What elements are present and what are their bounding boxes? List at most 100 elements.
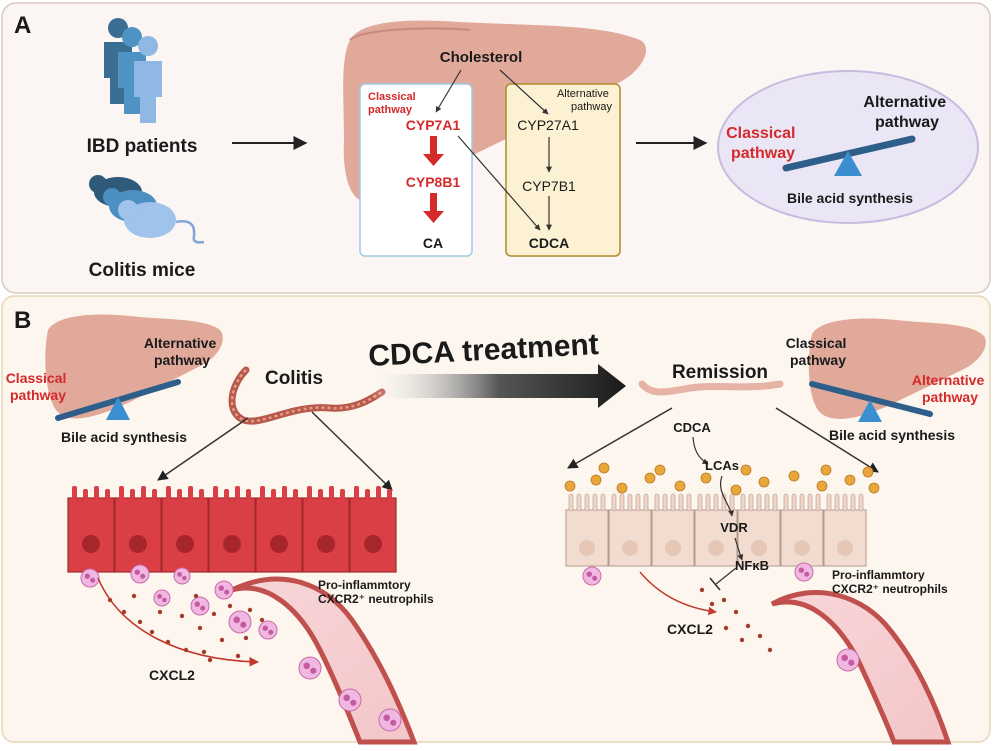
microvillus xyxy=(791,493,797,512)
neutrophil-nucleus xyxy=(90,577,96,583)
neutrophil-nucleus xyxy=(343,694,351,702)
arrow-lcas-vdr xyxy=(720,475,735,517)
cell-nucleus xyxy=(622,540,638,556)
neutrophil xyxy=(582,566,602,586)
neutrophil-nucleus xyxy=(268,629,274,635)
cell-nucleus xyxy=(270,535,288,553)
cxcl2-dot xyxy=(137,619,143,625)
cxcl2-dot xyxy=(227,603,233,609)
microvillus xyxy=(654,493,660,512)
microvillus xyxy=(246,489,251,499)
cdca-label-a: CDCA xyxy=(529,235,569,251)
bile-acid-dot xyxy=(862,466,874,478)
right-classical-label: Classical pathway xyxy=(786,335,851,368)
bile-acid-dot xyxy=(644,472,656,484)
bile-acid-dot xyxy=(868,482,880,494)
microvillus xyxy=(772,493,778,512)
cdca-label-b: CDCA xyxy=(673,420,711,435)
microvillus xyxy=(376,486,381,499)
cxcl2-dot xyxy=(247,607,253,613)
cell-nucleus xyxy=(665,540,681,556)
bile-acid-dot xyxy=(598,462,610,474)
microvillus xyxy=(271,489,276,499)
bile-acid-dot xyxy=(654,464,666,476)
microvillus xyxy=(354,486,359,499)
cxcl2-dot xyxy=(723,625,729,631)
microvillus xyxy=(576,493,582,512)
neutrophils-right-label: Pro-inflammtory CXCR2⁺ neutrophils xyxy=(832,568,948,596)
healthy-cell xyxy=(823,509,867,567)
arrow-colitis-right xyxy=(311,411,393,491)
microvillus xyxy=(224,489,229,499)
neutrophil-nucleus xyxy=(157,594,163,599)
microvillus xyxy=(807,493,813,512)
cell-nucleus xyxy=(708,540,724,556)
cxcl2-dot xyxy=(201,649,207,655)
cyp27a1-label: CYP27A1 xyxy=(517,117,579,133)
neutrophil-nucleus xyxy=(804,571,810,577)
microvillus xyxy=(119,486,124,499)
cell-nucleus xyxy=(176,535,194,553)
neutrophil-nucleus xyxy=(798,567,804,573)
cxcl2-dot xyxy=(243,635,249,641)
cxcl2-dot xyxy=(131,593,137,599)
healthy-cell xyxy=(780,509,824,567)
arrow-vdr-nfkb xyxy=(734,537,744,561)
bile-acid-dot xyxy=(590,474,602,486)
remission-colon-icon xyxy=(638,380,784,396)
microvillus xyxy=(293,489,298,499)
neutrophils-left xyxy=(80,564,402,732)
microvillus xyxy=(756,493,762,512)
bile-acid-dot xyxy=(844,474,856,486)
microvillus xyxy=(141,486,146,499)
neutrophil-nucleus xyxy=(350,699,357,706)
fulcrum-left-icon xyxy=(106,397,130,420)
nfkb-label: NFκB xyxy=(735,558,769,573)
healthy-cell xyxy=(565,509,609,567)
cxcl2-dot xyxy=(757,633,763,639)
neutrophil xyxy=(338,688,362,712)
cell-nucleus xyxy=(223,535,241,553)
cxcl2-dot xyxy=(739,637,745,643)
remission-label: Remission xyxy=(672,362,768,383)
right-alternative-label: Alternative pathway xyxy=(912,372,988,405)
cxcl2-dot xyxy=(157,609,163,615)
neutrophil-nucleus xyxy=(162,597,167,603)
panel-a-frame xyxy=(1,2,991,294)
blood-vessel-left xyxy=(230,576,418,745)
cyp8b1-label: CYP8B1 xyxy=(406,174,461,190)
arrow-cdca-lcas xyxy=(692,436,709,465)
microvillus xyxy=(329,486,334,499)
left-bile-label: Bile acid synthesis xyxy=(61,429,187,445)
microvillus xyxy=(600,493,606,512)
cell-nucleus xyxy=(317,535,335,553)
cell-nucleus xyxy=(579,540,595,556)
microvillus xyxy=(340,489,345,499)
microvillus xyxy=(592,493,598,512)
ibd-patients-label: IBD patients xyxy=(87,136,198,157)
microvillus xyxy=(858,493,864,512)
colitis-colon-detail xyxy=(230,369,383,423)
cell-nucleus xyxy=(364,535,382,553)
microvillus xyxy=(783,493,789,512)
neutrophil-nucleus xyxy=(182,575,187,581)
microvillus xyxy=(199,489,204,499)
microvillus xyxy=(235,486,240,499)
neutrophil-nucleus xyxy=(233,616,240,624)
neutrophil-nucleus xyxy=(310,667,317,674)
arrow-colitis-left xyxy=(157,417,249,481)
cxcl2-dot xyxy=(207,657,213,663)
neutrophil-nucleus xyxy=(177,572,183,577)
neutrophil xyxy=(794,562,814,582)
cyp7a1-label: CYP7A1 xyxy=(406,117,461,133)
cxcl2-dot xyxy=(699,587,705,593)
cxcl2-left-label: CXCL2 xyxy=(149,667,195,683)
neutrophil-nucleus xyxy=(200,605,206,611)
colitis-label: Colitis xyxy=(265,368,323,389)
balance-alternative-label: Alternative pathway xyxy=(863,94,950,131)
microvillus xyxy=(705,493,711,512)
right-bile-label: Bile acid synthesis xyxy=(829,427,955,443)
microvillus xyxy=(130,489,135,499)
cxcl2-arrow-right xyxy=(639,571,717,616)
neutrophils-right xyxy=(582,562,860,672)
